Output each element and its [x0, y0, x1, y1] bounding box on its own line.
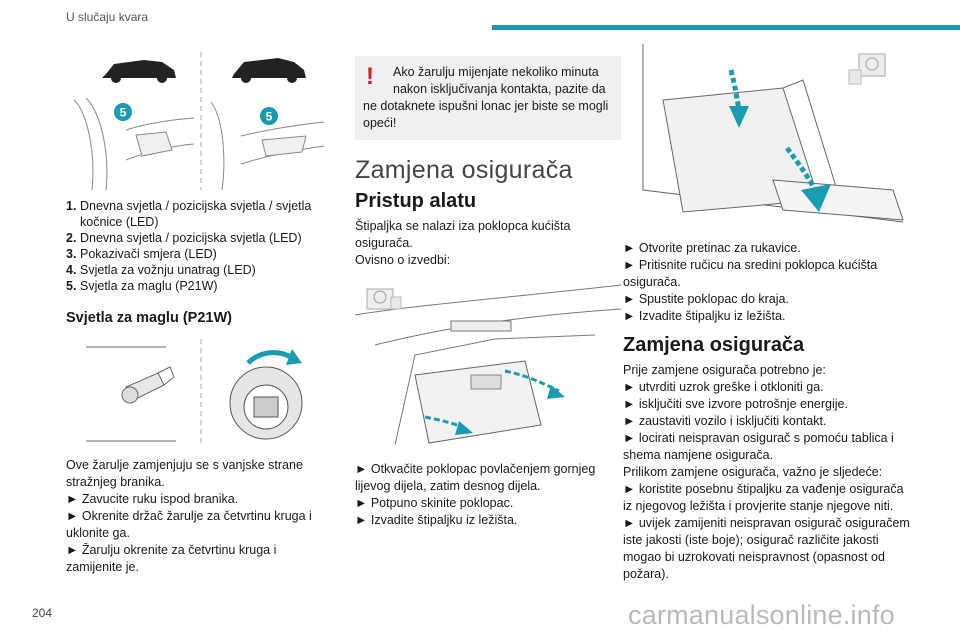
instruction-step: ► koristite posebnu štipaljku za vađenje… — [623, 482, 904, 513]
instruction-step: ► Otvorite pretinac za rukavice. — [623, 241, 801, 255]
instruction-step: ► zaustaviti vozilo i isključiti kontakt… — [623, 414, 827, 428]
watermark: carmanualsonline.info — [628, 600, 895, 630]
lamp-legend-list: 1.Dnevna svjetla / pozicijska svjetla / … — [66, 198, 328, 294]
instruction-step: ► uvijek zamijeniti neispravan osigurač … — [623, 516, 910, 581]
car-silhouette-icon — [102, 60, 176, 83]
callout-badge: 5 — [266, 110, 273, 124]
instruction-step: ► locirati neispravan osigurač s pomoću … — [623, 431, 894, 462]
callout-badge: 5 — [120, 106, 127, 120]
warning-box: ! Ako žarulju mijenjate nekoliko minuta … — [355, 56, 621, 140]
warning-text: Ako žarulju mijenjate nekoliko minuta na… — [393, 65, 606, 96]
body-text: Prilikom zamjene osigurača, važno je slj… — [623, 465, 883, 479]
instruction-step: ► utvrditi uzrok greške i otkloniti ga. — [623, 380, 824, 394]
instruction-step: ► isključiti sve izvore potrošnje energi… — [623, 397, 848, 411]
legend-item: 4.Svjetla za vožnju unatrag (LED) — [66, 263, 256, 277]
legend-item: 2.Dnevna svjetla / pozicijska svjetla (L… — [66, 231, 302, 245]
warning-icon: ! — [366, 63, 374, 90]
column-right: ► Otvorite pretinac za rukavice. ► Priti… — [623, 40, 913, 583]
instruction-step: ► Žarulju okrenite za četvrtinu kruga i … — [66, 543, 277, 574]
fuse-replacement-heading: Zamjena osigurača — [623, 334, 805, 356]
glovebox-illustration — [623, 40, 913, 236]
fuse-cover-illustration — [355, 275, 621, 447]
instruction-step: ► Okrenite držač žarulje za četvrtinu kr… — [66, 509, 312, 540]
intro-text: Ovisno o izvedbi: — [355, 253, 451, 267]
section-title: Zamjena osigurača — [355, 156, 573, 184]
instruction-step: ► Izvadite štipaljku iz ležišta. — [355, 513, 518, 527]
legend-item: 1.Dnevna svjetla / pozicijska svjetla / … — [66, 199, 312, 229]
instruction-step: ► Zavucite ruku ispod branika. — [66, 492, 239, 506]
tool-access-heading: Pristup alatu — [355, 190, 477, 212]
section-header: U slučaju kvara — [66, 10, 149, 24]
column-left: 5 5 1.Dnevna svjetla / pozicijska svjetl… — [66, 40, 328, 576]
car-silhouette-icon — [232, 58, 306, 83]
fog-bulb-illustration — [66, 337, 328, 449]
body-text: Prije zamjene osigurača potrebno je: — [623, 363, 826, 377]
instruction-step: ► Pritisnite ručicu na sredini poklopca … — [623, 258, 878, 289]
instruction-step: ► Izvadite štipaljku iz ležišta. — [623, 309, 786, 323]
intro-text: Štipaljka se nalazi iza poklopca kućišta… — [355, 219, 571, 250]
fog-light-intro: Ove žarulje zamjenjuju se s vanjske stra… — [66, 458, 303, 489]
warning-text-continued: ne dotaknete ispušni lonac jer biste se … — [363, 99, 609, 130]
instruction-step: ► Potpuno skinite poklopac. — [355, 496, 514, 510]
fog-light-location-illustration: 5 5 — [66, 40, 328, 192]
legend-item: 5.Svjetla za maglu (P21W) — [66, 279, 218, 293]
fog-light-heading: Svjetla za maglu (P21W) — [66, 310, 232, 326]
page-number: 204 — [32, 606, 53, 620]
legend-item: 3.Pokazivači smjera (LED) — [66, 247, 217, 261]
instruction-step: ► Otkvačite poklopac povlačenjem gornjeg… — [355, 462, 596, 493]
header-accent-bar — [492, 25, 960, 30]
instruction-step: ► Spustite poklopac do kraja. — [623, 292, 789, 306]
column-middle: ! Ako žarulju mijenjate nekoliko minuta … — [355, 40, 621, 529]
